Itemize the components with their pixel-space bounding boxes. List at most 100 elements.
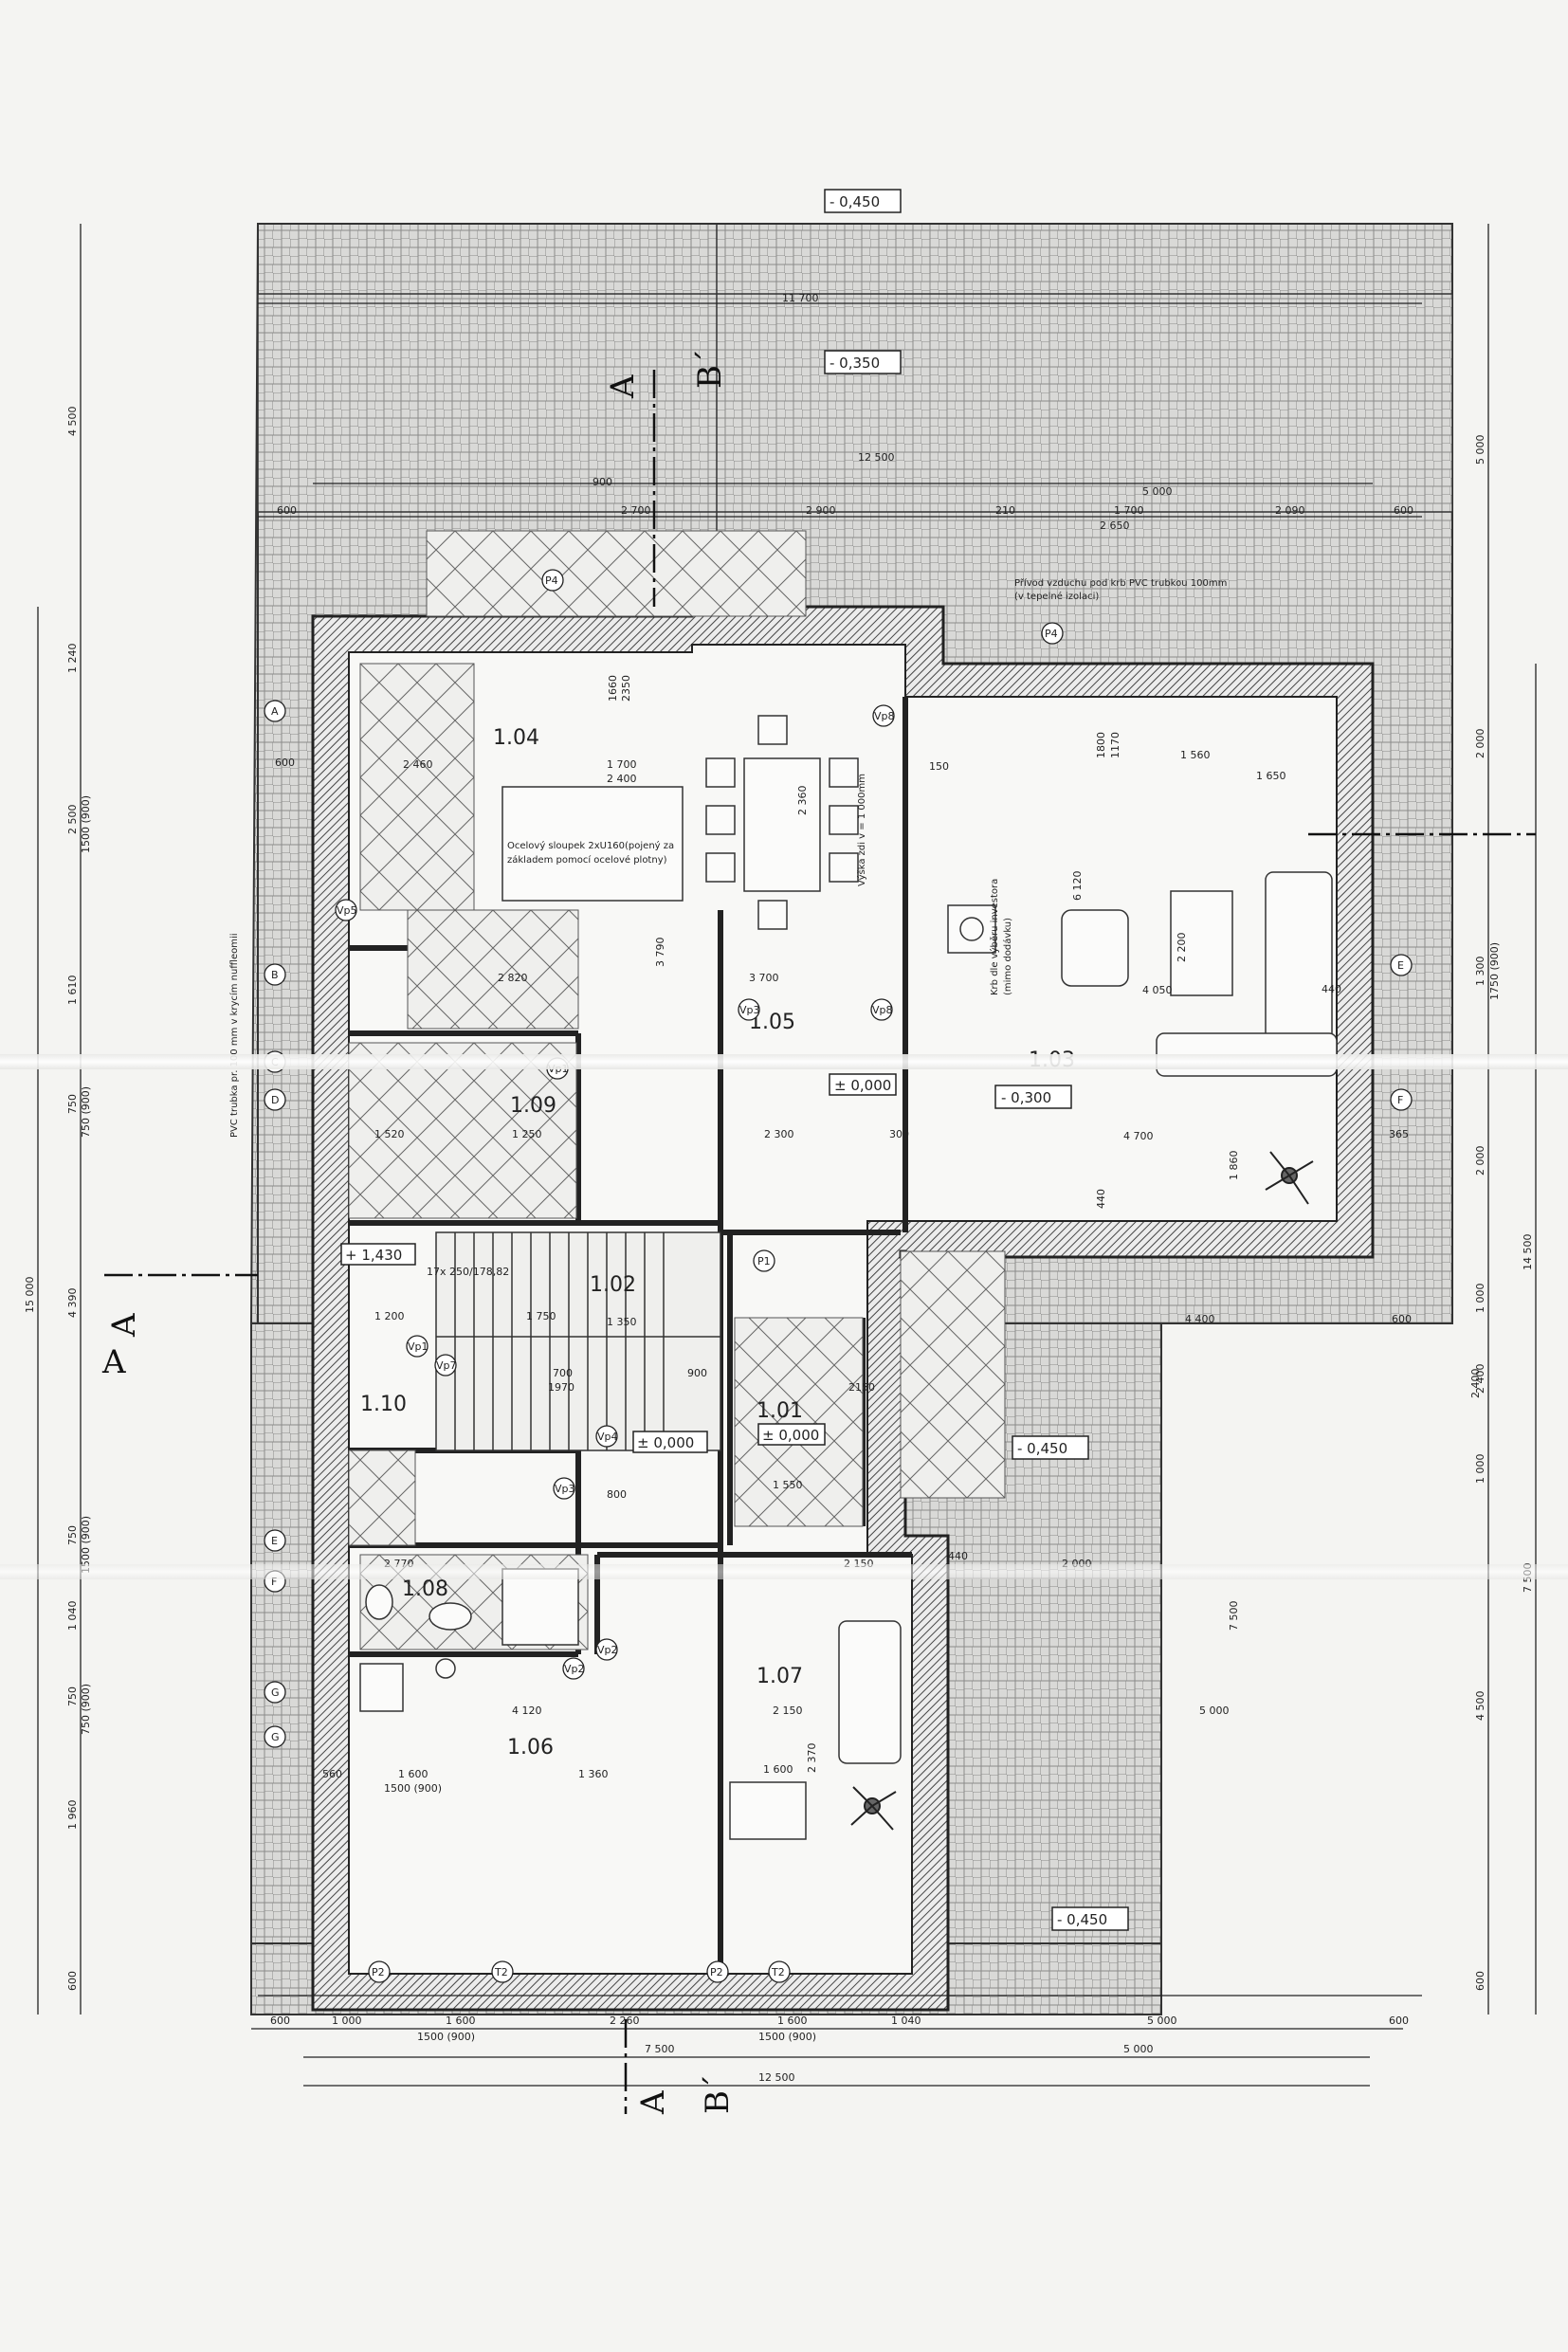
- section-marker-b-bottom: B´: [699, 2074, 737, 2114]
- dim-right-5: 2 400: [1474, 1364, 1486, 1395]
- dim-left-8: 750: [66, 1687, 79, 1706]
- dim-row1-0: 600: [277, 504, 297, 517]
- dim-left-sub-3: 750 (900): [80, 1684, 92, 1735]
- tag-vp1-b: Vp1: [408, 1340, 428, 1353]
- dim-row1-5: 2 090: [1275, 504, 1305, 517]
- dim-door-2150: 2150: [848, 1381, 875, 1394]
- hatch-zone-entry: [900, 1250, 1006, 1499]
- note-counter-height: Výška zdi v = 1 000mm: [856, 774, 867, 886]
- level-room-105: ± 0,000: [834, 1077, 891, 1094]
- dim-r106-d: 1 600: [398, 1768, 428, 1780]
- dim-left-sub-1: 750 (900): [80, 1086, 92, 1138]
- dim-r106-sub: 1500 (900): [384, 1782, 442, 1795]
- level-bottom: - 0,450: [1057, 1911, 1107, 1928]
- dim-r106-d2: 1 360: [578, 1768, 609, 1780]
- dim-east-7500: 7 500: [1228, 1601, 1240, 1632]
- dim-east-600: 600: [1392, 1313, 1412, 1325]
- bathroom-fixtures: [359, 1568, 579, 1712]
- dim-door-1170: 1170: [1109, 732, 1121, 758]
- level-top: - 0,450: [830, 193, 880, 210]
- dim-stair-spec: 17x 250/178,82: [427, 1266, 509, 1278]
- dim-wall-600: 600: [275, 757, 295, 769]
- dim-right-0: 5 000: [1474, 435, 1486, 465]
- dim-row1-1: 2 900: [806, 504, 836, 517]
- dim-r101-w: 1 550: [773, 1479, 803, 1491]
- tag-vp3: Vp3: [739, 1004, 760, 1016]
- tag-p1: P1: [757, 1255, 771, 1267]
- dim-row1-sub: 2 650: [1100, 520, 1130, 532]
- axis-f: F: [271, 1576, 277, 1588]
- axis-b: B: [271, 969, 279, 981]
- dim-r103-d1: 1 650: [1256, 770, 1286, 782]
- dim-r103-d2: 1 560: [1180, 749, 1211, 761]
- dim-east-4400: 4 400: [1185, 1313, 1215, 1325]
- dim-right-8: 600: [1474, 1971, 1486, 1991]
- dim-top-total: 11 700: [782, 292, 819, 304]
- tag-vp8-b: Vp8: [874, 710, 895, 722]
- furniture-107: [729, 1620, 902, 1840]
- section-marker-b-top: B´: [691, 349, 729, 389]
- room-label-1.08: 1.08: [402, 1577, 448, 1601]
- tag-vp4: Vp4: [597, 1431, 618, 1443]
- note-steel-column: Ocelový sloupek 2xU160(pojený za: [507, 840, 674, 851]
- dim-r104-w: 2 460: [403, 758, 433, 771]
- dim-stair-1750: 1 750: [526, 1310, 556, 1322]
- dim-r109-d: 1 250: [512, 1128, 542, 1140]
- dim-top-5000: 5 000: [1142, 485, 1173, 498]
- dim-r107-d: 2 370: [806, 1743, 818, 1774]
- dim-right-total: 14 500: [1522, 1234, 1534, 1271]
- staircase: [435, 1231, 721, 1451]
- dim-wall-300: 300: [889, 1128, 909, 1140]
- tag-t2: T2: [494, 1966, 508, 1978]
- hatch-zone-hall: [407, 909, 579, 1030]
- dim-r105-w: 3 700: [749, 972, 779, 984]
- tag-vp8: Vp8: [872, 1004, 893, 1016]
- dim-bottom-0: 600: [270, 2015, 290, 2027]
- room-label-1.10: 1.10: [360, 1393, 407, 1416]
- room-label-1.04: 1.04: [493, 726, 539, 750]
- dim-row1-2: 2 700: [621, 504, 651, 517]
- dim-left-3: 1 610: [66, 975, 79, 1006]
- dim-r106-d3: 560: [322, 1768, 342, 1780]
- room-label-1.02: 1.02: [590, 1273, 636, 1297]
- note-fireplace-air: Přívod vzduchu pod krb PVC trubkou 100mm: [1014, 577, 1227, 589]
- dining-table: [705, 715, 859, 930]
- hatch-zone-109: [348, 1042, 577, 1219]
- dim-wall-365: 365: [1389, 1128, 1409, 1140]
- dim-r105-d: 2 300: [764, 1128, 794, 1140]
- axis-markers: [264, 700, 1413, 1748]
- dim-left-sub-2: 1500 (900): [80, 1516, 92, 1574]
- dim-right-6: 1 000: [1474, 1454, 1486, 1485]
- dim-left-2: 2 500: [66, 805, 79, 835]
- level-terrace: - 0,350: [830, 355, 880, 372]
- hatch-zone-104: [359, 663, 475, 911]
- note-fireplace: Krb dle výběru investora: [989, 879, 1000, 995]
- dim-door-700: 700: [553, 1367, 573, 1379]
- note-fireplace-2: (mimo dodávku): [1002, 918, 1013, 995]
- section-marker-a-top: A: [604, 374, 642, 399]
- dim-r103-440b: 440: [1322, 983, 1341, 995]
- dim-r103-d4: 2 200: [1176, 933, 1188, 963]
- section-marker-a-bottom: A: [634, 2090, 672, 2115]
- dim-left-10: 600: [66, 1971, 79, 1991]
- axis-e-right: E: [1397, 959, 1404, 972]
- dim-r110-w: 1 200: [374, 1310, 405, 1322]
- dim-door-2350: 2350: [620, 675, 632, 702]
- room-label-1.06: 1.06: [507, 1736, 554, 1759]
- hatch-terrace-top: [426, 530, 807, 617]
- tag-p2-b: P2: [710, 1966, 723, 1978]
- section-marker-a-left: A: [105, 1313, 143, 1338]
- hatch-zone-1010: [348, 1449, 416, 1546]
- dim-left-7: 1 040: [66, 1601, 79, 1632]
- level-room-103: - 0,300: [1001, 1089, 1051, 1106]
- dim-bottom-7500: 7 500: [645, 2043, 675, 2055]
- section-lines: [104, 370, 1536, 2114]
- paper-fold-2: [0, 1564, 1568, 1579]
- dim-left-5: 4 390: [66, 1288, 79, 1319]
- dim-door-1800: 1800: [1095, 732, 1107, 758]
- dim-bottom-total: 12 500: [758, 2071, 795, 2084]
- tag-t2-b: T2: [771, 1966, 785, 1978]
- dim-row1-3: 210: [995, 504, 1015, 517]
- dim-row1-6: 600: [1394, 504, 1413, 517]
